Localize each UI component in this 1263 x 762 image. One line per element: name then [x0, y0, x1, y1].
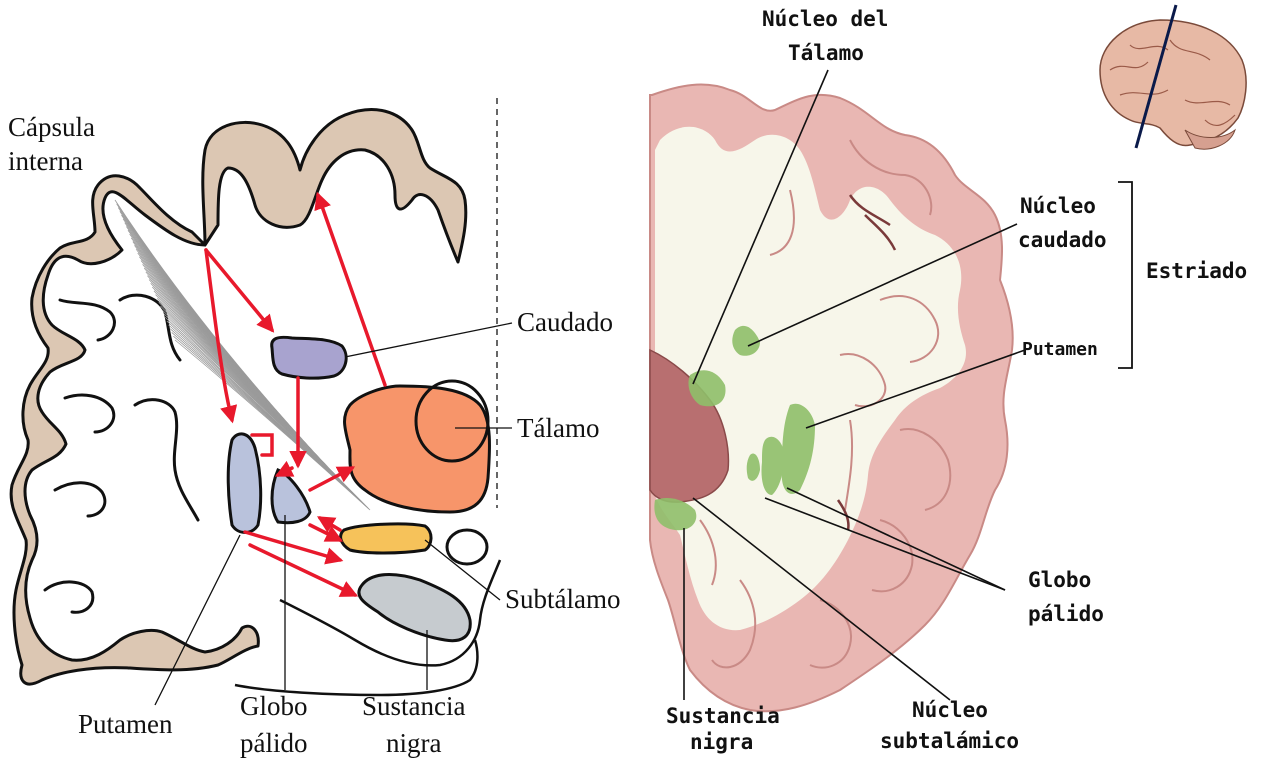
label-nucleo-talamo-line2: Tálamo — [788, 41, 864, 65]
label-globo-right-line1: Globo — [1028, 568, 1091, 592]
label-subtalamico-line1: Núcleo — [912, 698, 988, 722]
label-putamen: Putamen — [78, 709, 173, 739]
substantia-nigra — [359, 575, 470, 641]
label-caudado: Caudado — [517, 307, 613, 337]
label-sustancia-line1: Sustancia — [362, 691, 465, 721]
subthalamus — [341, 524, 431, 553]
label-sustancia-line2: nigra — [386, 728, 441, 758]
label-nucleo-talamo-line1: Núcleo del — [762, 7, 888, 31]
label-nucleo-caudado-line1: Núcleo — [1020, 194, 1096, 218]
label-talamo: Tálamo — [517, 413, 599, 443]
anatomical-section: Núcleo del Tálamo Núcleo caudado Estriad… — [650, 5, 1247, 754]
label-globo-line1: Globo — [240, 691, 308, 721]
label-globo-line2: pálido — [240, 728, 308, 758]
nucleus-small-circle — [447, 530, 487, 564]
schematic-diagram: Cápsula interna Caudado Tálamo Subtálamo… — [8, 98, 621, 758]
label-putamen-right: Putamen — [1022, 339, 1098, 360]
label-sustancia-right-line1: Sustancia — [666, 704, 780, 728]
estriado-bracket — [1118, 182, 1132, 368]
globus-pallidus — [272, 470, 310, 523]
label-subtalamico-line2: subtalámico — [880, 729, 1019, 753]
brain-thumbnail — [1100, 5, 1246, 149]
label-estriado: Estriado — [1146, 259, 1247, 283]
label-capsula-line1: Cápsula — [8, 112, 95, 142]
label-sustancia-right-line2: nigra — [690, 730, 753, 754]
label-globo-right-line2: pálido — [1028, 602, 1104, 626]
caudate-nucleus — [272, 337, 346, 378]
label-subtalamo: Subtálamo — [505, 584, 621, 614]
putamen — [228, 434, 260, 533]
brainstem-edge — [235, 640, 477, 695]
label-nucleo-caudado-line2: caudado — [1018, 228, 1107, 252]
label-capsula-line2: interna — [8, 146, 83, 176]
thalamus — [345, 386, 490, 512]
